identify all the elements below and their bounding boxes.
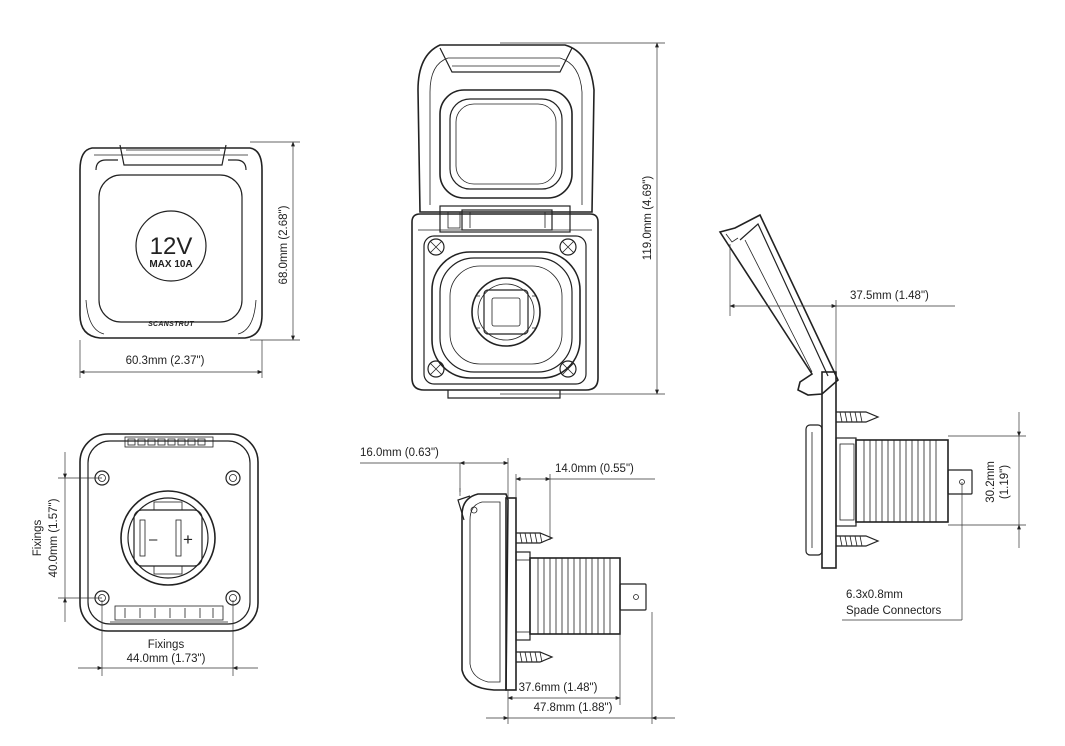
rear-fixings-horizontal-label: Fixings — [148, 639, 185, 651]
spade-connector-label: Spade Connectors — [846, 605, 942, 617]
rear-fixings-vertical-label: Fixings — [32, 520, 44, 557]
side-total-depth-dimension: 47.8mm (1.88") — [534, 702, 613, 714]
open-side-body-dimension-line1: 30.2mm — [985, 461, 997, 503]
plus-terminal-symbol: + — [183, 530, 193, 549]
spade-connector-size: 6.3x0.8mm — [846, 589, 903, 601]
voltage-label: 12V — [150, 233, 193, 260]
front-cover-view: 12V MAX 10A SCANSTRUT 60.3mm (2.37") 68.… — [79, 141, 300, 378]
open-lid-view: 119.0mm (4.69") — [411, 42, 665, 399]
front-height-dimension: 68.0mm (2.68") — [278, 205, 290, 284]
open-side-lid-depth-dimension: 37.5mm (1.48") — [850, 290, 929, 302]
front-width-dimension: 60.3mm (2.37") — [126, 355, 205, 367]
side-view-open: 37.5mm (1.48") 30.2mm (1.19") 6.3x0.8mm … — [718, 213, 1026, 621]
rating-label: MAX 10A — [149, 259, 192, 270]
open-side-body-dimension-line2: (1.19") — [999, 465, 1011, 499]
rear-view: – + Fixings 40.0mm (1.57") Fixings 44.0m… — [32, 433, 259, 676]
side-flange-dimension: 14.0mm (0.55") — [555, 463, 634, 475]
side-body-depth-dimension: 37.6mm (1.48") — [519, 682, 598, 694]
minus-terminal-symbol: – — [149, 531, 158, 548]
open-height-dimension: 119.0mm (4.69") — [642, 176, 654, 261]
rear-fixings-horizontal-dimension: 44.0mm (1.73") — [127, 653, 206, 665]
side-front-depth-dimension: 16.0mm (0.63") — [360, 447, 439, 459]
rear-fixings-vertical-dimension: 40.0mm (1.57") — [48, 498, 60, 577]
side-view-closed: 16.0mm (0.63") 14.0mm (0.55") 37.6mm (1.… — [360, 447, 675, 724]
brand-logo-text: SCANSTRUT — [148, 321, 194, 328]
